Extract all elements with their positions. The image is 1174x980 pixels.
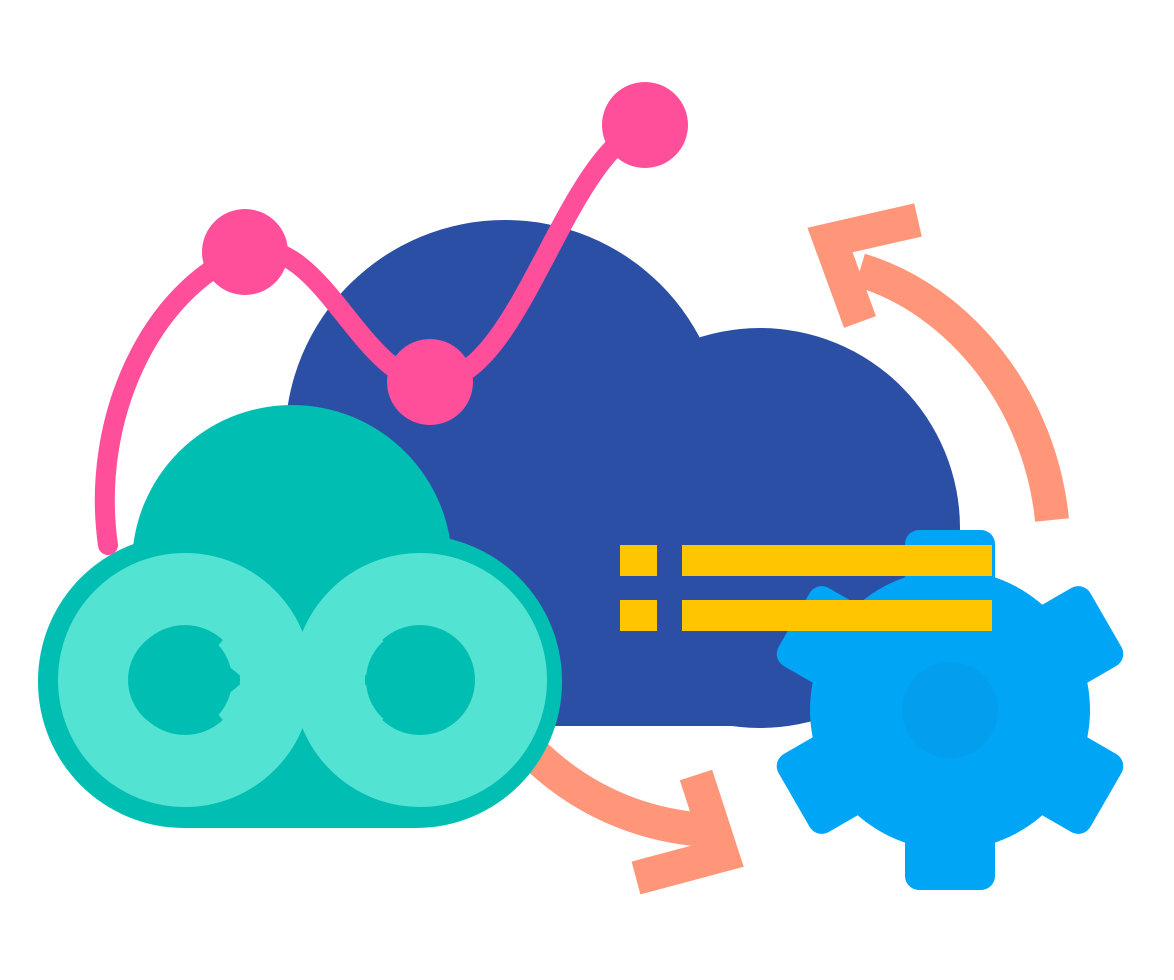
list-bars-icon xyxy=(620,545,992,631)
infinity-icon xyxy=(58,553,547,807)
arrow-top-right xyxy=(854,253,1069,522)
arrow-top-right-head xyxy=(807,203,922,328)
arrow-bottom-head xyxy=(631,769,744,895)
cycle-arrows-icon xyxy=(517,203,1069,895)
graph-point xyxy=(602,82,688,168)
graph-point xyxy=(387,339,473,425)
graph-point xyxy=(202,209,288,295)
line-graph-icon xyxy=(94,82,688,555)
arrow-bottom xyxy=(517,737,707,847)
